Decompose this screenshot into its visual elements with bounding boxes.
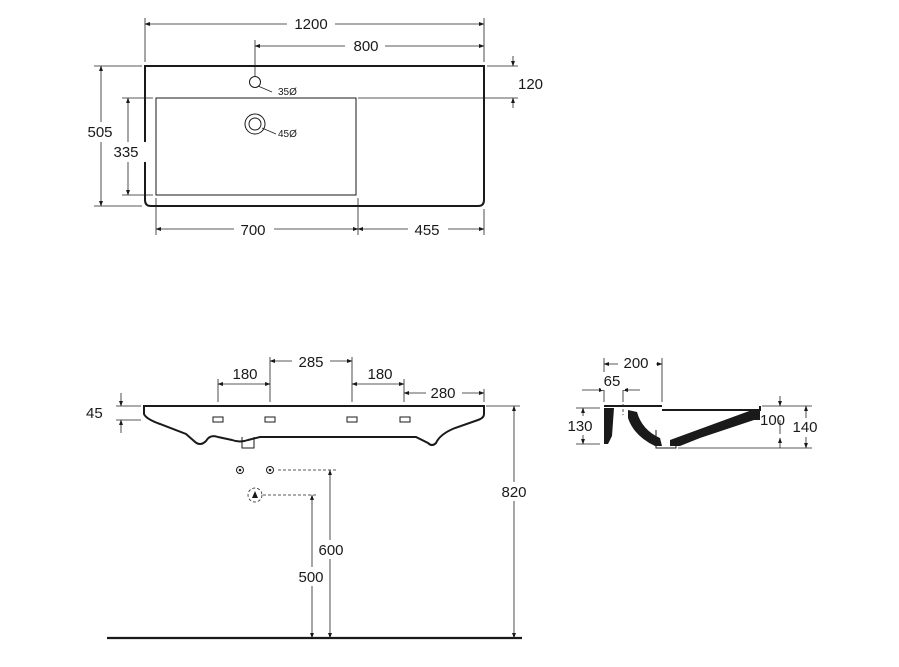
dim-45: 45 — [86, 405, 103, 422]
dim-285: 285 — [298, 354, 323, 371]
dim-120: 120 — [518, 76, 543, 93]
dim-700: 700 — [240, 222, 265, 239]
dim-1200: 1200 — [294, 16, 327, 33]
dim-820: 820 — [501, 484, 526, 501]
dim-65: 65 — [604, 373, 621, 390]
front-view: 180 285 180 280 45 820 600 — [86, 352, 532, 640]
supply-point-icon — [266, 466, 274, 474]
bowl-section-rear — [670, 410, 760, 446]
bowl-section-front — [628, 410, 662, 446]
dim-800: 800 — [353, 38, 378, 55]
dim-335: 335 — [113, 144, 138, 161]
side-view: 200 65 130 100 140 — [564, 353, 823, 449]
dim-455: 455 — [414, 222, 439, 239]
dim-130: 130 — [567, 418, 592, 435]
dim-280: 280 — [430, 385, 455, 402]
top-view: 35Ø 45Ø 1200 800 120 505 335 700 — [84, 14, 543, 240]
drain-outlet — [241, 437, 255, 449]
drain-hole-icon — [244, 113, 266, 135]
bowl-outline — [155, 97, 357, 196]
side-top-line — [604, 405, 761, 411]
drain-hole-label: 45Ø — [278, 129, 297, 140]
dim-100: 100 — [760, 412, 785, 429]
dim-600: 600 — [318, 542, 343, 559]
basin-outline — [144, 65, 485, 207]
fixing-slots — [212, 416, 411, 423]
dim-180-right: 180 — [367, 366, 392, 383]
dim-140: 140 — [792, 419, 817, 436]
tap-hole-label: 35Ø — [278, 87, 297, 98]
dim-180-left: 180 — [232, 366, 257, 383]
dim-200: 200 — [623, 355, 648, 372]
tap-hole-icon — [249, 76, 261, 88]
basin-front-outline — [143, 405, 485, 446]
supply-point-icon — [236, 466, 244, 474]
wall-bracket — [604, 408, 614, 444]
waste-point-icon — [247, 487, 263, 503]
dim-505: 505 — [87, 124, 112, 141]
dim-500: 500 — [298, 569, 323, 586]
